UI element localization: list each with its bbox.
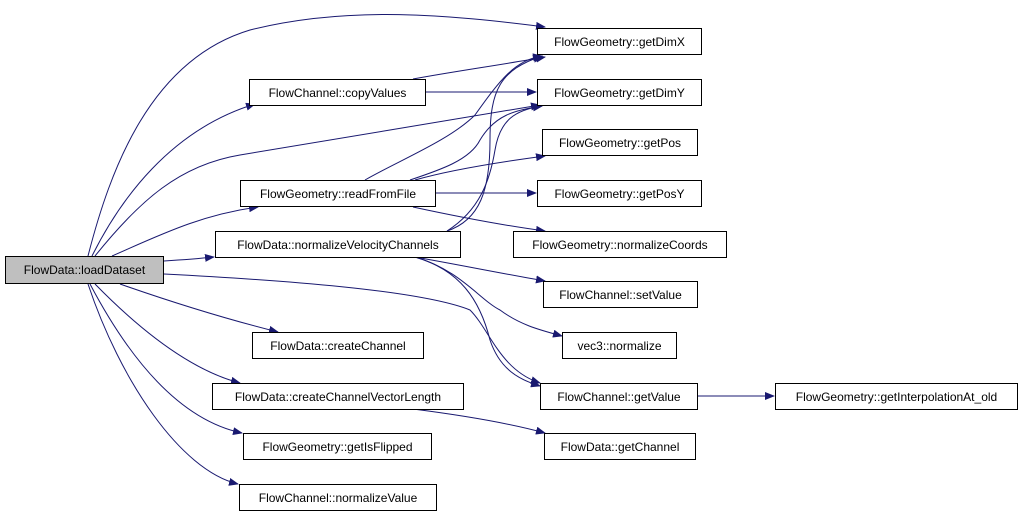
node-setValue[interactable]: FlowChannel::setValue bbox=[543, 281, 698, 308]
edge-readFromFile-to-normalizeCoords bbox=[412, 206, 546, 234]
edge-createChannelVectorLength-to-getChannel bbox=[412, 408, 546, 435]
node-getIsFlipped[interactable]: FlowGeometry::getIsFlipped bbox=[243, 433, 432, 460]
node-createChannelVectorLength[interactable]: FlowData::createChannelVectorLength bbox=[212, 383, 464, 410]
edge-readFromFile-to-getDimY bbox=[409, 103, 543, 181]
node-vec3normalize[interactable]: vec3::normalize bbox=[562, 332, 677, 359]
node-getDimY[interactable]: FlowGeometry::getDimY bbox=[537, 79, 702, 106]
node-readFromFile[interactable]: FlowGeometry::readFromFile bbox=[240, 180, 436, 207]
node-getDimX[interactable]: FlowGeometry::getDimX bbox=[537, 28, 702, 55]
node-loadDataset[interactable]: FlowData::loadDataset bbox=[5, 256, 164, 284]
edge-normalizeVelocityChannels-to-getDimY bbox=[446, 103, 543, 232]
edge-normalizeVelocityChannels-to-getDimX bbox=[446, 55, 543, 232]
edge-copyValues-to-getDimX bbox=[412, 54, 546, 80]
node-getPosY[interactable]: FlowGeometry::getPosY bbox=[537, 180, 702, 207]
edge-loadDataset-to-getDimX bbox=[87, 14, 546, 257]
edge-loadDataset-to-getValue bbox=[163, 273, 541, 385]
edge-loadDataset-to-normalizeVelocityChannels bbox=[163, 253, 215, 262]
node-normalizeCoords[interactable]: FlowGeometry::normalizeCoords bbox=[513, 231, 727, 258]
edge-loadDataset-to-createChannelVectorLength bbox=[94, 283, 241, 385]
edge-normalizeVelocityChannels-to-vec3normalize bbox=[414, 256, 563, 338]
edge-loadDataset-to-getDimY bbox=[94, 102, 541, 257]
node-createChannel[interactable]: FlowData::createChannel bbox=[252, 332, 424, 359]
edge-loadDataset-to-readFromFile bbox=[111, 204, 259, 257]
edge-loadDataset-to-copyValues bbox=[91, 102, 256, 257]
edge-loadDataset-to-getIsFlipped bbox=[89, 283, 243, 436]
node-copyValues[interactable]: FlowChannel::copyValues bbox=[249, 79, 426, 106]
edge-normalizeVelocityChannels-to-getValue bbox=[414, 256, 541, 388]
edge-normalizeVelocityChannels-to-setValue bbox=[414, 256, 546, 284]
node-normalizeVelocityChannels[interactable]: FlowData::normalizeVelocityChannels bbox=[215, 231, 461, 258]
node-getInterpolationAt_old[interactable]: FlowGeometry::getInterpolationAt_old bbox=[775, 383, 1018, 410]
node-normalizeValue[interactable]: FlowChannel::normalizeValue bbox=[239, 484, 437, 511]
node-getPos[interactable]: FlowGeometry::getPos bbox=[542, 129, 698, 156]
edge-readFromFile-to-getDimX bbox=[364, 53, 543, 181]
node-getValue[interactable]: FlowChannel::getValue bbox=[540, 383, 698, 410]
node-getChannel[interactable]: FlowData::getChannel bbox=[544, 433, 696, 460]
edge-loadDataset-to-createChannel bbox=[119, 283, 279, 334]
edge-loadDataset-to-normalizeValue bbox=[87, 283, 239, 486]
edge-readFromFile-to-getPos bbox=[414, 153, 546, 181]
